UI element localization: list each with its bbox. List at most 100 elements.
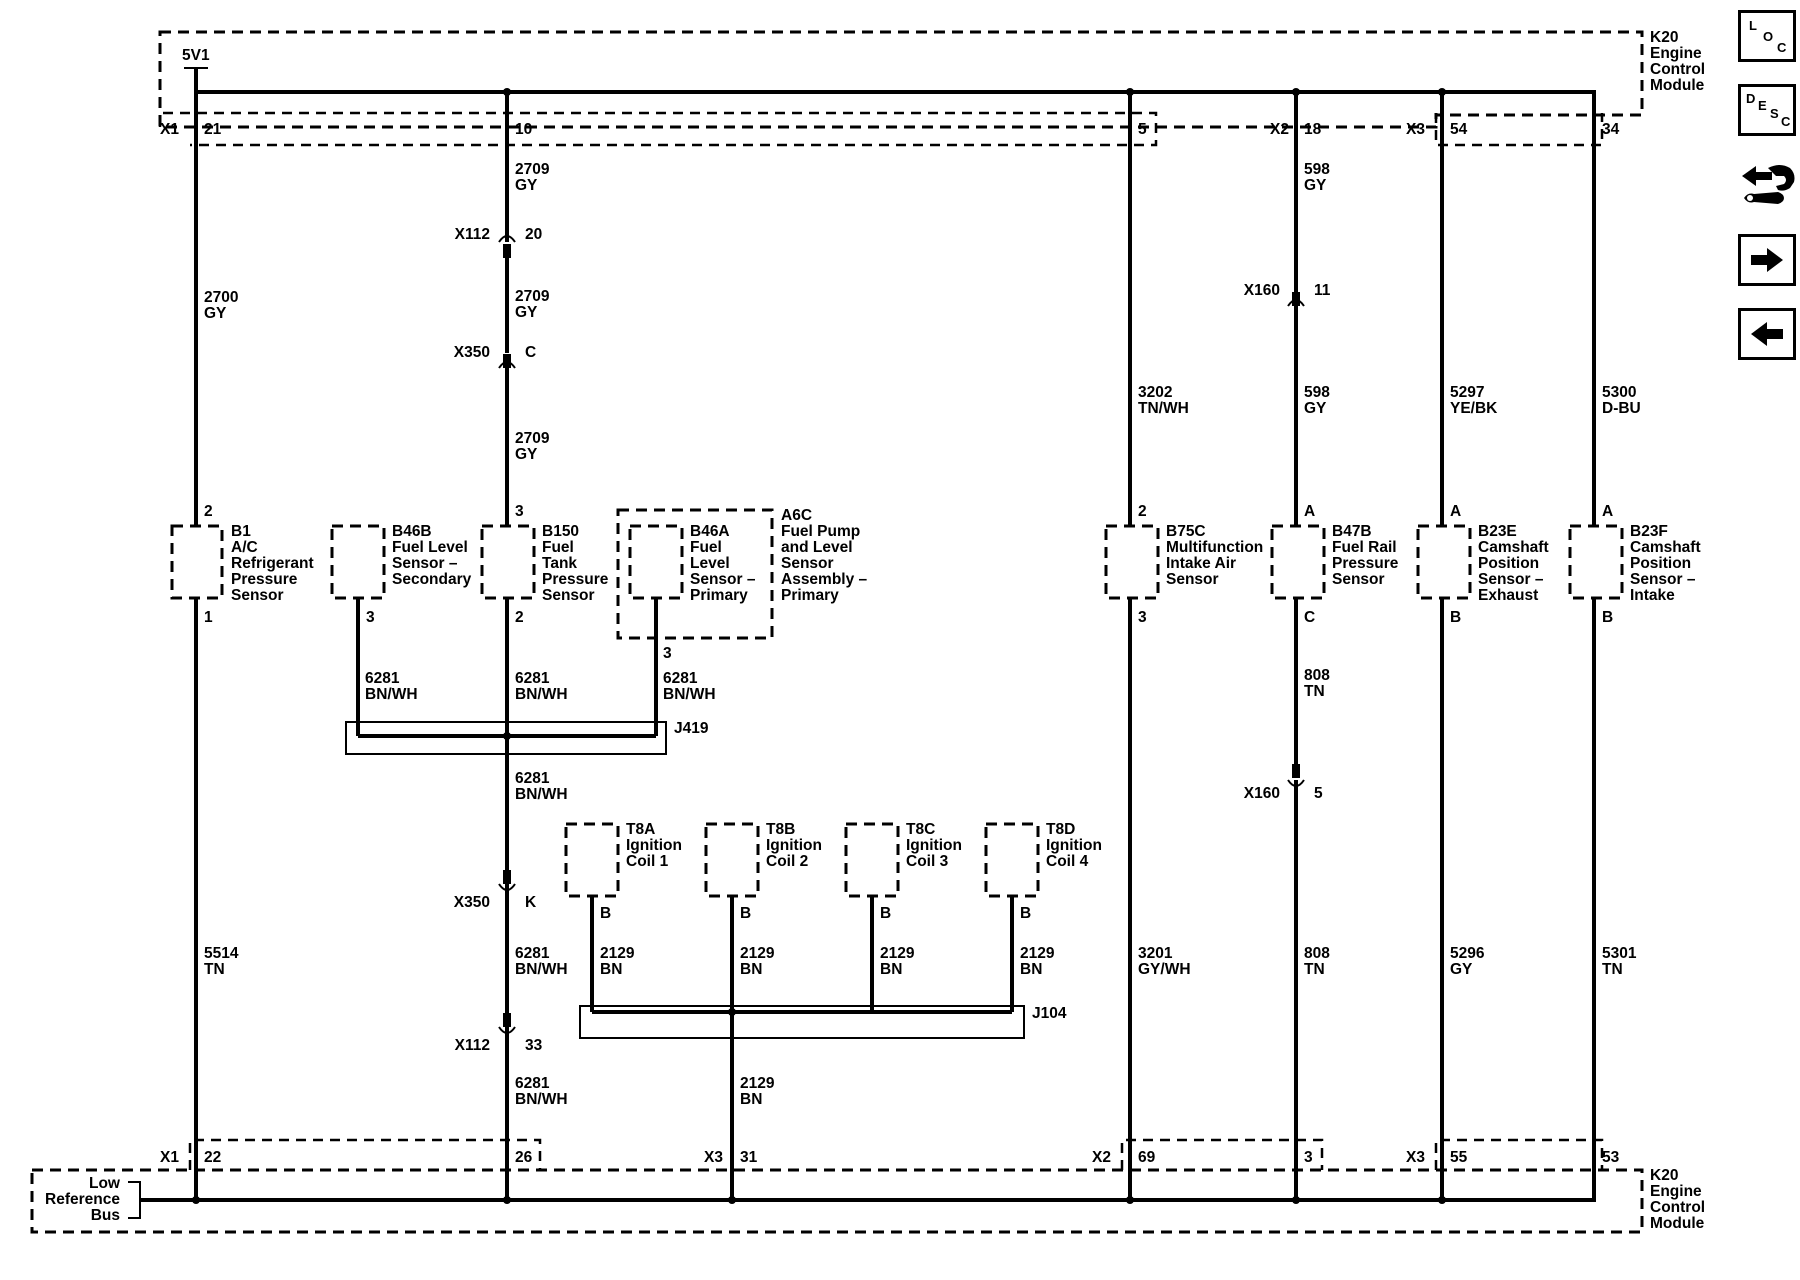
pin-bottom: 69 [1138,1149,1156,1166]
svg-text:2129: 2129 [740,1075,775,1092]
svg-text:Intake Air: Intake Air [1166,555,1236,572]
svg-text:GY: GY [1304,400,1327,417]
svg-text:T8D: T8D [1046,821,1075,838]
svg-text:Fuel Pump: Fuel Pump [781,523,860,540]
next-button[interactable] [1738,234,1796,286]
module-name-top: K20 Engine Control Module [1650,29,1705,94]
component-t8a-label: T8A Ignition Coil 1 B [600,821,682,922]
splice-j419-point [503,732,511,740]
inline-connector-x112-top [498,235,516,258]
component-t8d-box [984,822,1040,898]
svg-text:6281: 6281 [515,1075,550,1092]
svg-text:Sensor: Sensor [1332,571,1385,588]
svg-text:GY: GY [1450,961,1473,978]
component-b23f-box [1568,524,1624,600]
splice-label-j104: J104 [1032,1005,1067,1022]
svg-text:1: 1 [204,609,213,626]
svg-text:6281: 6281 [663,670,698,687]
component-t8a-box [564,822,620,898]
desc-letter: S [1770,106,1779,121]
svg-text:K20: K20 [1650,1167,1678,1184]
desc-button[interactable]: D E S C [1738,84,1796,136]
svg-text:BN: BN [740,1091,762,1108]
svg-text:Multifunction: Multifunction [1166,539,1263,556]
previous-button[interactable] [1738,308,1796,360]
svg-text:Coil 3: Coil 3 [906,853,949,870]
svg-text:BN/WH: BN/WH [365,686,418,703]
svg-text:Ignition: Ignition [626,837,682,854]
svg-text:5300: 5300 [1602,384,1636,401]
svg-text:and Level: and Level [781,539,853,556]
component-b1-box [170,524,224,600]
component-b23e-box [1416,524,1472,600]
pin-top: 5 [1138,121,1147,138]
svg-text:GY: GY [204,305,227,322]
svg-text:YE/BK: YE/BK [1450,400,1498,417]
svg-text:X350: X350 [454,894,490,911]
component-t8d-label: T8D Ignition Coil 4 B [1020,821,1102,922]
inline-connector-x350-bot [498,870,516,891]
svg-text:Sensor: Sensor [781,555,834,572]
splice-j104-point [728,1008,736,1016]
svg-text:33: 33 [525,1037,543,1054]
svg-text:598: 598 [1304,161,1330,178]
component-b46b-box [330,524,386,600]
svg-text:B23E: B23E [1478,523,1517,540]
loc-letter: C [1777,40,1787,55]
svg-text:TN: TN [204,961,225,978]
svg-text:Sensor: Sensor [231,587,284,604]
svg-text:Camshaft: Camshaft [1478,539,1549,556]
svg-text:T8A: T8A [626,821,655,838]
svg-text:K: K [525,894,537,911]
svg-text:2709: 2709 [515,161,550,178]
svg-text:Fuel: Fuel [690,539,722,556]
connector-x2-bottom: X2 [1092,1149,1111,1166]
svg-text:B: B [600,905,611,922]
svg-text:TN/WH: TN/WH [1138,400,1189,417]
svg-text:6281: 6281 [365,670,400,687]
svg-text:A: A [1450,503,1461,520]
svg-text:3: 3 [1138,609,1147,626]
component-b23f-label: B23F Camshaft Position Sensor – Intake A… [1602,503,1701,626]
component-b150-label: B150 Fuel Tank Pressure Sensor 3 2 [515,503,609,626]
inline-connector-label: X112 33 [455,1037,543,1054]
svg-text:2700: 2700 [204,289,238,306]
svg-text:Sensor –: Sensor – [392,555,458,572]
svg-text:BN/WH: BN/WH [515,686,568,703]
svg-text:TN: TN [1602,961,1623,978]
svg-text:GY: GY [515,304,538,321]
svg-text:5: 5 [1314,785,1323,802]
svg-text:Control: Control [1650,61,1705,78]
loc-button[interactable]: L O C [1738,10,1796,62]
svg-text:808: 808 [1304,945,1330,962]
component-b75c-box [1104,524,1160,600]
wrench-hand-button[interactable] [1738,158,1798,210]
module-top-outline [158,30,1644,147]
svg-text:X112: X112 [455,1037,490,1054]
svg-text:Low: Low [89,1175,121,1192]
connector-x3-bottom: X3 [1406,1149,1425,1166]
svg-text:Exhaust: Exhaust [1478,587,1538,604]
svg-text:BN: BN [880,961,902,978]
svg-text:6281: 6281 [515,670,550,687]
svg-text:Ignition: Ignition [766,837,822,854]
svg-text:2: 2 [515,609,524,626]
svg-text:Reference: Reference [45,1191,120,1208]
svg-text:Ignition: Ignition [1046,837,1102,854]
inline-connector-x160-bot [1287,764,1305,787]
pin-top: 34 [1602,121,1620,138]
wire-column-ignition [579,896,1025,1200]
connector-x3-bottom: X3 [704,1149,723,1166]
svg-text:Module: Module [1650,77,1705,94]
arrow-left-icon [1751,322,1783,346]
svg-text:B: B [1602,609,1613,626]
